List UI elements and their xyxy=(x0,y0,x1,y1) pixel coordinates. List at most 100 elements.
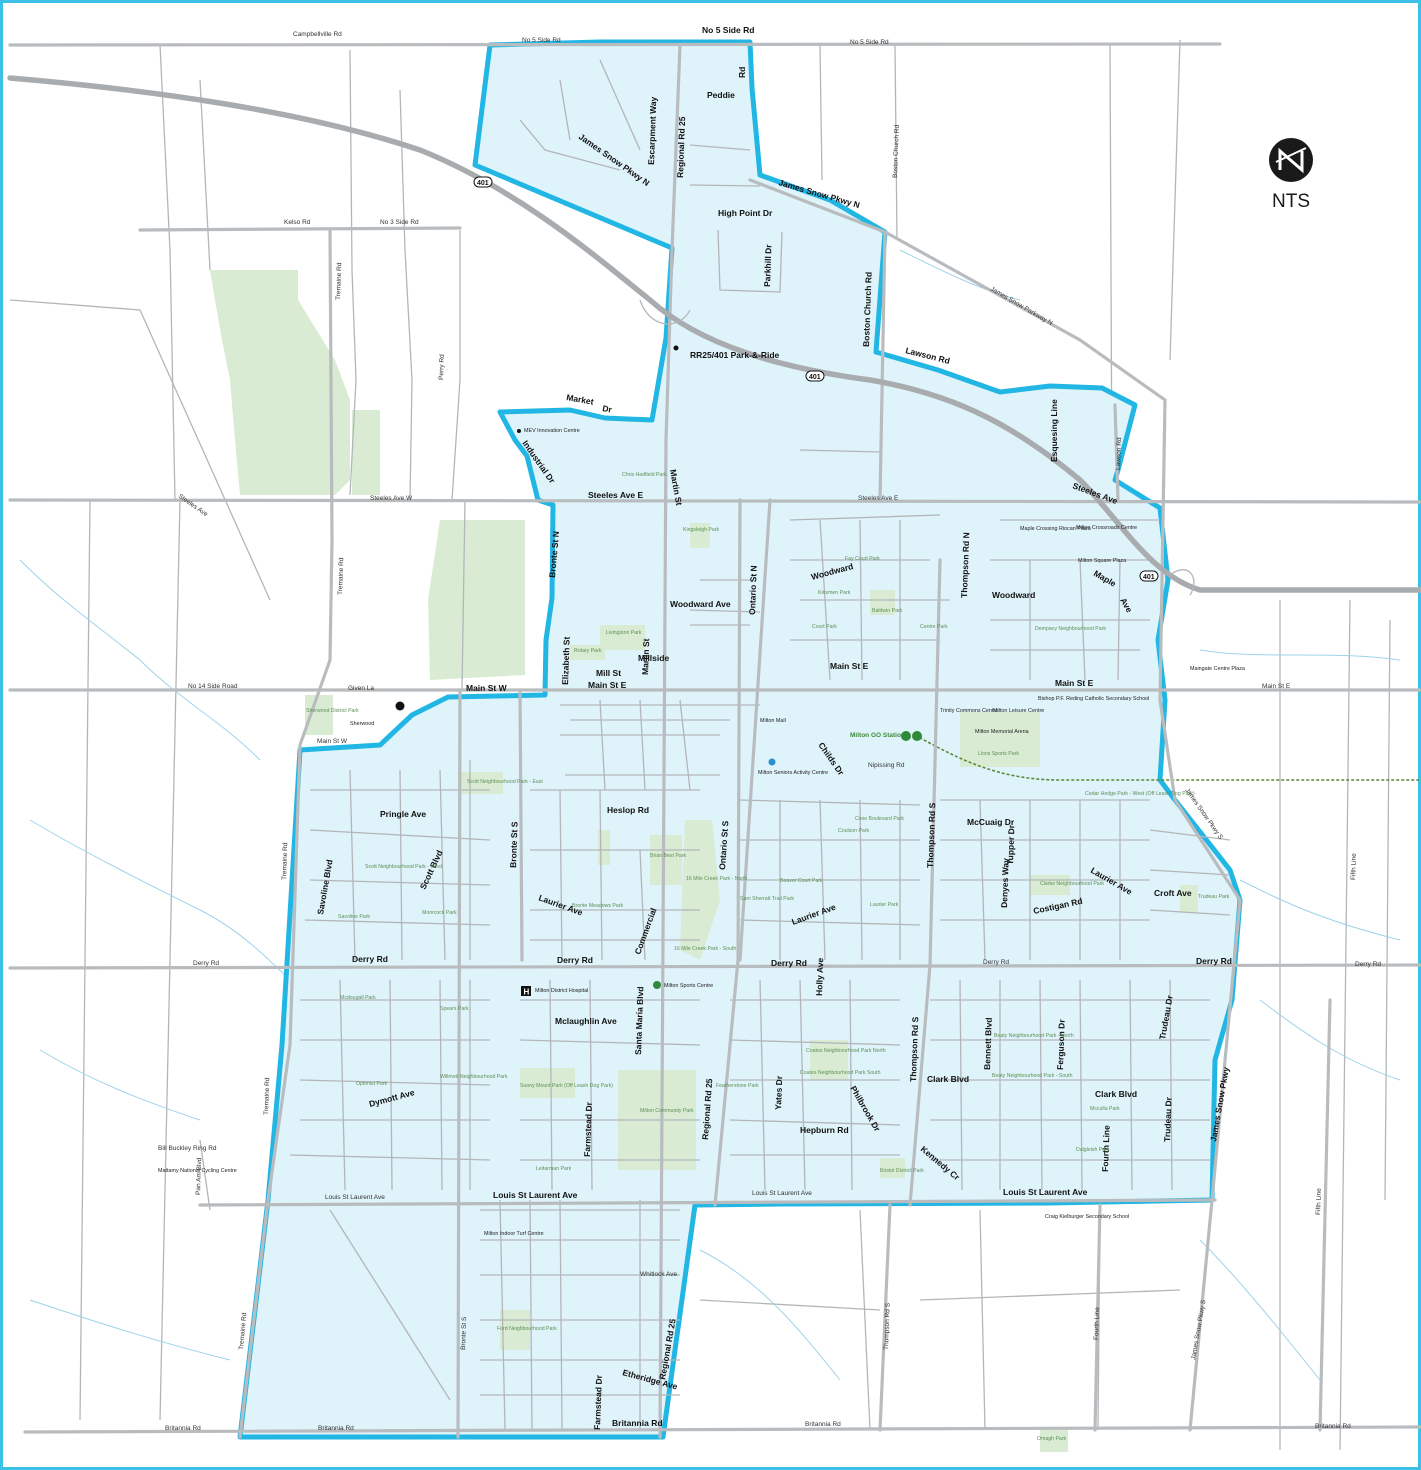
label-steeles-sw: Steeles Ave xyxy=(177,493,209,519)
label-no5-c: No 5 Side Rd xyxy=(850,39,889,46)
label-park-coates-south: Coates Neighbourhood Park South xyxy=(800,1070,881,1076)
creeks xyxy=(19,249,1401,1381)
label-park-cedar-hedge: Cedar Hedge Park - West (Off Leash Dog P… xyxy=(1085,791,1195,797)
label-boston-church-s: Boston Church Rd xyxy=(892,124,901,178)
label-main-e3: Main St E xyxy=(1055,678,1094,688)
label-jsp-parkway: James Snow Parkway N xyxy=(989,286,1054,327)
label-park-sunny-mount: Sunny Mount Park (Off Leash Dog Park) xyxy=(520,1083,613,1089)
label-sports-centre: Milton Sports Centre xyxy=(664,983,713,989)
label-bronte-far: Bronte St S xyxy=(460,1316,468,1350)
label-derry-e: Derry Rd xyxy=(1196,956,1232,966)
label-ontario-n: Ontario St N xyxy=(747,565,759,615)
label-parkhill: Parkhill Dr xyxy=(762,244,774,288)
label-park-dempsey: Dempsey Neighbourhood Park xyxy=(1035,626,1106,632)
park-ride-dot xyxy=(673,345,679,351)
label-park-beaty-north: Beaty Neighbourhood Park - North xyxy=(994,1033,1074,1039)
label-park-laurier: Laurier Park xyxy=(870,902,899,908)
label-craig-kielburger: Craig Kielburger Secondary School xyxy=(1045,1214,1129,1220)
major-roads xyxy=(8,42,1421,1439)
label-britannia-e: Britannia Rd xyxy=(1315,1423,1351,1430)
label-park-chris-hadfield: Chris Hadfield Park xyxy=(622,472,667,478)
label-farmstead2: Farmstead Dr xyxy=(592,1374,604,1430)
label-thompson-n: Thompson Rd N xyxy=(959,532,971,598)
label-park-coates-north: Coates Neighbourhood Park North xyxy=(806,1048,886,1054)
label-park-clarke: Clarke Neighbourhood Park xyxy=(1040,881,1104,887)
label-high-point: High Point Dr xyxy=(718,208,773,218)
label-woodward3: Woodward xyxy=(992,590,1035,600)
label-park-willmott: Willmott Neighbourhood Park xyxy=(440,1074,508,1080)
label-park-featherstone: Featherstone Park xyxy=(716,1083,759,1089)
label-maingate: Maingate Centre Plaza xyxy=(1190,666,1245,672)
highway-shield-icons: 401 401 401 xyxy=(473,176,1159,582)
label-park-optimist: Optimist Park xyxy=(356,1081,388,1087)
svg-text:401: 401 xyxy=(809,374,821,381)
label-tremaine-b: Tremaine Rd xyxy=(337,557,345,595)
label-denyes: Denyes Way xyxy=(999,858,1011,908)
label-main-w: Main St W xyxy=(466,683,508,693)
label-park-16-north: 16 Mile Creek Park - North xyxy=(686,876,748,882)
label-park-scott-east: Scott Neighbourhood Park - East xyxy=(467,779,543,785)
sports-centre-icon xyxy=(653,981,661,989)
label-ferguson: Ferguson Dr xyxy=(1055,1019,1067,1071)
label-park-spears: Spears Park xyxy=(440,1006,469,1012)
nts-label: NTS xyxy=(1272,191,1310,212)
label-ontario-s: Ontario St S xyxy=(717,820,730,870)
label-milton-square: Milton Square Plaza xyxy=(1078,558,1126,564)
label-market: Market xyxy=(566,392,595,407)
label-park-leitarman: Leitarman Park xyxy=(536,1166,572,1172)
label-park-coulson: Coulson Park xyxy=(838,828,870,834)
label-tremaine-a: Tremaine Rd xyxy=(335,262,343,300)
label-bronte-s: Bronte St S xyxy=(508,821,520,868)
label-park-fay-court: Fay Court Park xyxy=(845,556,880,562)
label-fifth-line: Fifth Line xyxy=(1350,853,1358,880)
hospital-icon xyxy=(521,986,531,996)
label-britannia-a: Britannia Rd xyxy=(165,1425,201,1432)
label-derry-b: Derry Rd xyxy=(557,955,593,965)
label-mev: MEV Innovation Centre xyxy=(524,428,580,434)
label-milton-crossroads: Milton Crossroads Centre xyxy=(1076,525,1137,531)
svg-text:401: 401 xyxy=(1143,574,1155,581)
label-woodward: Woodward Ave xyxy=(670,599,731,609)
label-trinity: Trinity Commons Centre xyxy=(940,708,998,714)
label-derry-d: Derry Rd xyxy=(983,959,1009,966)
label-milton-mall: Milton Mall xyxy=(760,718,786,724)
north-arrow-icon xyxy=(1269,138,1313,182)
label-tupper: Tupper Dr xyxy=(1005,824,1016,865)
outside-roads xyxy=(9,39,1391,1451)
label-park-mcculla: Mcculla Park xyxy=(1090,1106,1120,1112)
label-main-e: Main St E xyxy=(588,680,627,690)
label-louis-c: Louis St Laurent Ave xyxy=(752,1190,812,1197)
label-fifth-line2: Fifth Line xyxy=(1315,1188,1323,1215)
label-mccuaig: McCuaig Dr xyxy=(967,817,1015,827)
label-mclaughlin: Mclaughlin Ave xyxy=(555,1016,617,1026)
label-steeles-w: Steeles Ave W xyxy=(370,495,413,502)
label-park-kingsleigh: Kingsleigh Park xyxy=(683,527,719,533)
label-bronte-n: Bronte St N xyxy=(547,531,561,578)
label-park-ford: Ford Neighbourhood Park xyxy=(497,1326,557,1332)
shield-401-icon-a xyxy=(473,176,493,188)
label-tremaine-c: Tremaine Rd xyxy=(281,842,289,880)
label-mill: Mill St xyxy=(596,668,621,678)
label-pan-am: Pan Am Blvd xyxy=(195,1157,203,1195)
label-rr25-s: Regional Rd 25 xyxy=(700,1078,714,1140)
label-escarpment: Escarpment Way xyxy=(646,96,658,165)
label-park-centre: Centre Park xyxy=(920,624,948,630)
label-park-community: Milton Community Park xyxy=(640,1108,694,1114)
svg-text:401: 401 xyxy=(477,180,489,187)
label-park-kinsmen: Kinsmen Park xyxy=(818,590,851,596)
label-sherwood: Sherwood xyxy=(350,721,374,727)
shield-401-icon-b xyxy=(805,370,825,382)
label-louis-w: Louis St Laurent Ave xyxy=(325,1194,385,1201)
label-derry-w: Derry Rd xyxy=(193,960,219,967)
label-derry-c: Derry Rd xyxy=(771,958,807,968)
label-trudeau2: Trudeau Dr xyxy=(1162,1096,1174,1142)
label-britannia-c: Britannia Rd xyxy=(612,1418,663,1428)
label-farmstead: Farmstead Dr xyxy=(582,1101,594,1157)
label-park-livingston: Livingston Park xyxy=(606,630,642,636)
label-park-baldwin: Baldwin Park xyxy=(872,608,903,614)
label-fourth-far: Fourth Line xyxy=(1093,1307,1101,1340)
label-park-bristol: Bristol District Park xyxy=(880,1168,924,1174)
label-elizabeth: Elizabeth St xyxy=(560,636,572,685)
label-steeles-e: Steeles Ave E xyxy=(588,490,643,500)
